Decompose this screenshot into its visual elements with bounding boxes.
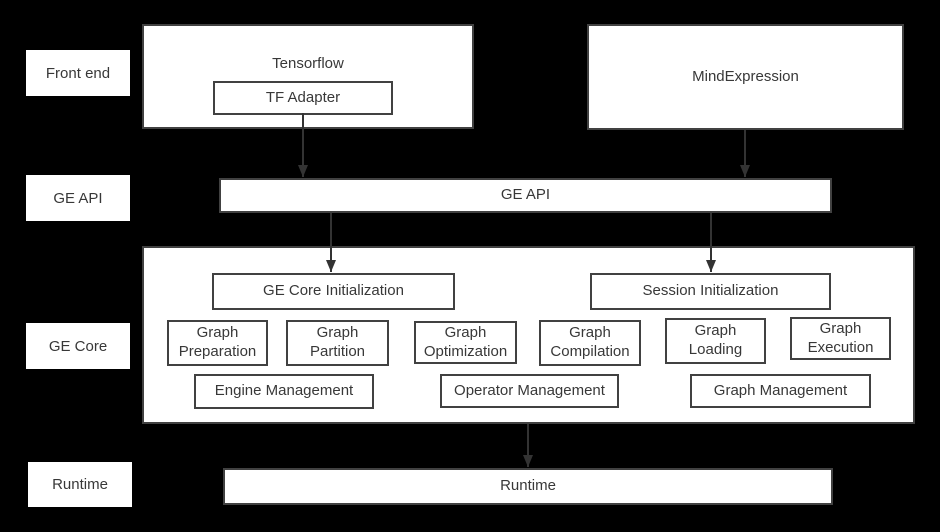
operator-management-box: Operator Management — [440, 374, 619, 408]
arrow-ge-api-to-session-init — [706, 213, 716, 272]
session-initialization-box: Session Initialization — [590, 273, 831, 310]
graph-preparation-box: Graph Preparation — [167, 320, 268, 366]
row-label-runtime: Runtime — [28, 462, 132, 507]
ge-api-bar: GE API — [219, 178, 832, 213]
graph-optimization-box: Graph Optimization — [414, 321, 517, 364]
arrow-ge-api-to-core-init — [326, 213, 336, 272]
arrow-tf-adapter-to-ge-api — [298, 113, 308, 177]
row-label-ge-core: GE Core — [26, 323, 130, 369]
graph-loading-box: Graph Loading — [665, 318, 766, 364]
tensorflow-label: Tensorflow — [272, 55, 344, 72]
graph-compilation-box: Graph Compilation — [539, 320, 641, 366]
runtime-bar: Runtime — [223, 468, 833, 505]
row-label-ge-api: GE API — [26, 175, 130, 221]
row-label-front-end: Front end — [26, 50, 130, 96]
tf-adapter-box: TF Adapter — [213, 81, 393, 115]
mindexpression-box: MindExpression — [587, 24, 904, 130]
arrow-mindexpression-to-ge-api — [740, 130, 750, 177]
ge-core-initialization-box: GE Core Initialization — [212, 273, 455, 310]
graph-execution-box: Graph Execution — [790, 317, 891, 360]
graph-partition-box: Graph Partition — [286, 320, 389, 366]
tensorflow-box: Tensorflow TF Adapter — [142, 24, 474, 129]
arrow-ge-core-to-runtime — [523, 424, 533, 467]
engine-management-box: Engine Management — [194, 374, 374, 409]
graph-management-box: Graph Management — [690, 374, 871, 408]
